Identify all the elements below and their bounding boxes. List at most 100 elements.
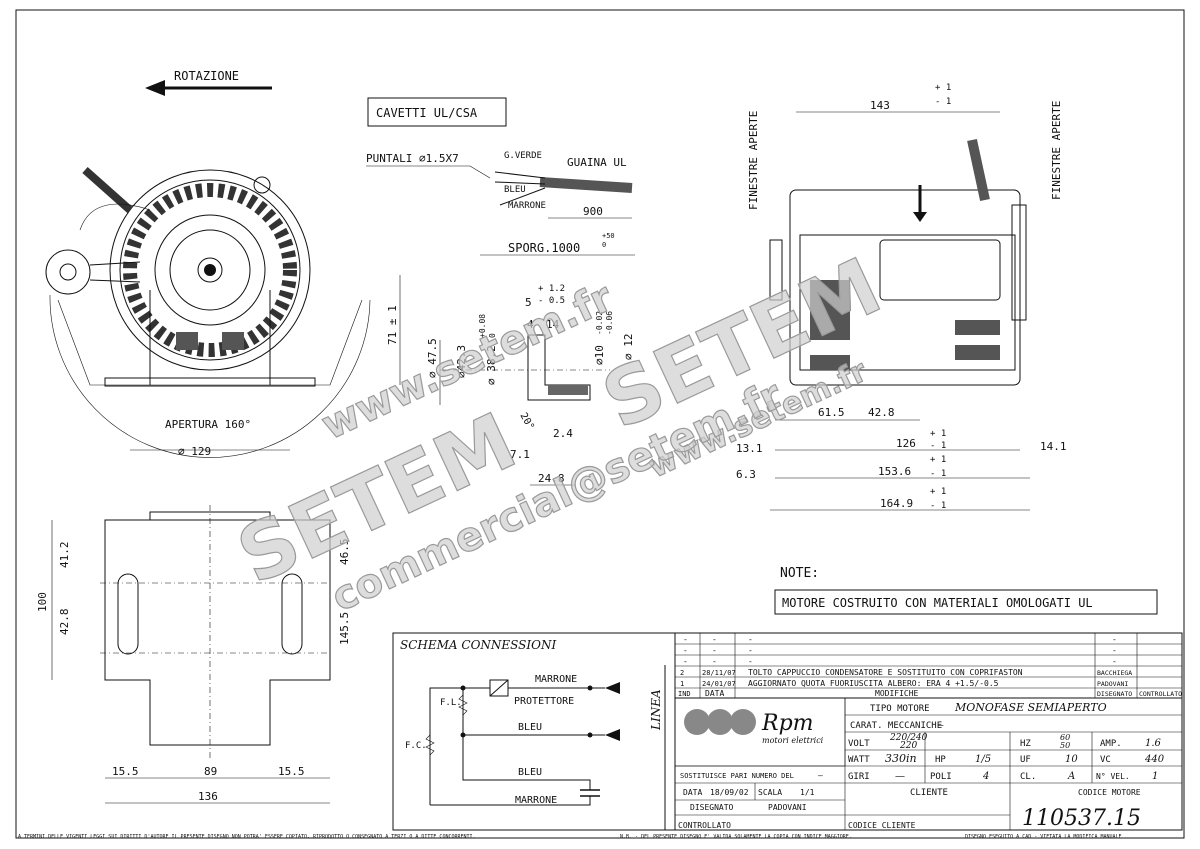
dim-153-tol-top: + 1 — [930, 455, 946, 465]
type-label: TIPO MOTORE — [870, 704, 930, 714]
dim-46: 46.5 — [338, 539, 351, 566]
rev-head-date: DATA — [705, 689, 724, 698]
scale-value: 1/1 — [800, 788, 815, 797]
front-cable — [82, 167, 133, 213]
vc-value: 440 — [1144, 754, 1165, 765]
motor-slot-left — [176, 332, 198, 350]
brown-label: MARRONE — [508, 201, 546, 211]
side-hatch-1 — [810, 280, 850, 340]
dim-153: 153.6 — [878, 465, 911, 478]
dim-42-8-base: 42.8 — [58, 609, 71, 636]
poli-label: POLI — [930, 772, 952, 782]
dim-89: 89 — [204, 765, 217, 778]
dim-24: 24.8 — [538, 472, 565, 485]
dim-10: ⌀10 — [593, 345, 606, 365]
rev-4-ind: 1 — [680, 680, 684, 688]
rev-4-by: PADOVANI — [1097, 680, 1128, 688]
motor-slot-right — [222, 332, 244, 350]
vel-label: N° VEL. — [1096, 772, 1130, 781]
dim-41: 41.2 — [58, 542, 71, 569]
mech-label: CARAT. MECCANICHE — [850, 721, 942, 731]
scale-label: SCALA — [758, 788, 782, 797]
bottom-view: 100 41.2 42.8 46.5 145.5 15.5 89 15.5 13… — [36, 505, 351, 804]
dim-42: ⌀42.3 — [455, 345, 468, 378]
winding-fc — [425, 734, 435, 756]
cables-title: CAVETTI UL/CSA — [376, 106, 478, 120]
opening-wedge — [57, 299, 363, 386]
dim-136: 136 — [198, 790, 218, 803]
front-wire — [79, 203, 151, 231]
footer-right: DISEGNO ESEGUITO A CAD - VIETATA LA MODI… — [965, 834, 1122, 840]
slot-left — [117, 573, 139, 655]
drawn-value: PADOVANI — [768, 803, 807, 812]
logo-coil-2 — [707, 709, 733, 735]
dim-71: 71 ± 1 — [386, 305, 399, 345]
opening-arc — [49, 294, 371, 458]
dim-100: 100 — [36, 592, 49, 612]
dim-143-tol-top: + 1 — [935, 83, 951, 93]
hp-label: HP — [935, 755, 946, 765]
sheet-border — [15, 9, 1185, 839]
motor-shaft-ring — [197, 257, 223, 283]
terminals-leader — [366, 165, 491, 179]
protector-diagonal — [489, 679, 509, 697]
code-value: 110537.15 — [1022, 806, 1141, 831]
motor-hub-ring — [154, 214, 266, 326]
mount-arm — [89, 261, 141, 283]
hz-value-1: 60 — [1060, 733, 1070, 742]
notes-text: MOTORE COSTRUITO CON MATERIALI OMOLOGATI… — [782, 596, 1093, 610]
front-view: ROTAZIONE ⌀ 129 APERTURA 160° 71 ± 1 — [45, 69, 401, 458]
terminals-label: PUNTALI ⌀1.5X7 — [366, 152, 459, 165]
side-arrow-icon — [913, 212, 927, 222]
rev-3-by: BACCHIEGA — [1097, 669, 1132, 677]
brand-logo: Rpm — [761, 711, 814, 736]
rev-0-ind: - — [683, 635, 688, 644]
motor-outer-ring — [109, 169, 311, 371]
rotation-label: ROTAZIONE — [174, 69, 239, 83]
rev-1-text: - — [748, 646, 753, 655]
replaces-label: SOSTITUISCE PARI NUMERO DEL — [680, 772, 794, 780]
dim-129: ⌀ 129 — [178, 445, 211, 458]
dim-6-3: 6.3 — [736, 468, 756, 481]
cl-label: CL. — [1020, 772, 1036, 782]
amp-value: 1.6 — [1145, 738, 1162, 749]
client-code-label: CODICE CLIENTE — [848, 821, 916, 830]
motor-ring-2 — [119, 179, 301, 361]
side-bracket-right — [1011, 204, 1027, 321]
rev-3-date: 28/11/07 — [702, 669, 736, 677]
rev-1-date: - — [712, 646, 717, 655]
side-hatch-3 — [955, 345, 1000, 360]
dim-7-1: 7.1 — [510, 448, 530, 461]
footer-left: A TERMINI DELLE VIGENTI LEGGI SUI DIRITT… — [18, 834, 476, 840]
motor-shaft-dot — [204, 264, 216, 276]
sheath-label: GUAINA UL — [567, 156, 627, 169]
dim-2-4: 2.4 — [553, 427, 573, 440]
logo-coil-1 — [684, 709, 710, 735]
cable-wires — [494, 171, 546, 206]
side-cable — [967, 138, 990, 202]
cables-box — [367, 97, 507, 127]
dim-126-tol-top: + 1 — [930, 429, 946, 439]
rev-2-by: - — [1112, 657, 1117, 666]
brand-subtitle: motori elettrici — [762, 736, 824, 745]
mech-value: — — [938, 721, 944, 731]
dim-126: 126 — [896, 437, 916, 450]
protector-icon — [489, 679, 509, 697]
dim-10-tol-bottom: -0.06 — [605, 311, 614, 335]
revisions-table: - - - - - - - - - - - - 2 28/11/07 TOLTO… — [674, 632, 1183, 699]
replaces-value: — — [818, 771, 823, 780]
dim-47: ⌀ 47.5 — [426, 338, 439, 378]
terminal-arrow-1 — [605, 682, 620, 694]
top-screw — [253, 176, 271, 194]
schema-blue-2: BLEU — [518, 767, 542, 778]
dim-angle: 20° — [517, 411, 536, 432]
wire-blue-2 — [462, 735, 591, 790]
dim-61: 61.5 — [818, 406, 845, 419]
dim-143: 143 — [870, 99, 890, 112]
rev-head-drawn: DISEGNATO — [1097, 690, 1132, 698]
logo-coil-3 — [730, 709, 756, 735]
rev-1-ind: - — [683, 646, 688, 655]
shaft-detail: ⌀ 47.5 ⌀42.3 ⌀ 38.2 +0.08 0 ⌀ 12 ⌀10 -0.… — [426, 284, 635, 486]
rev-0-by: - — [1112, 635, 1117, 644]
schema-brown-top: MARRONE — [535, 674, 577, 685]
